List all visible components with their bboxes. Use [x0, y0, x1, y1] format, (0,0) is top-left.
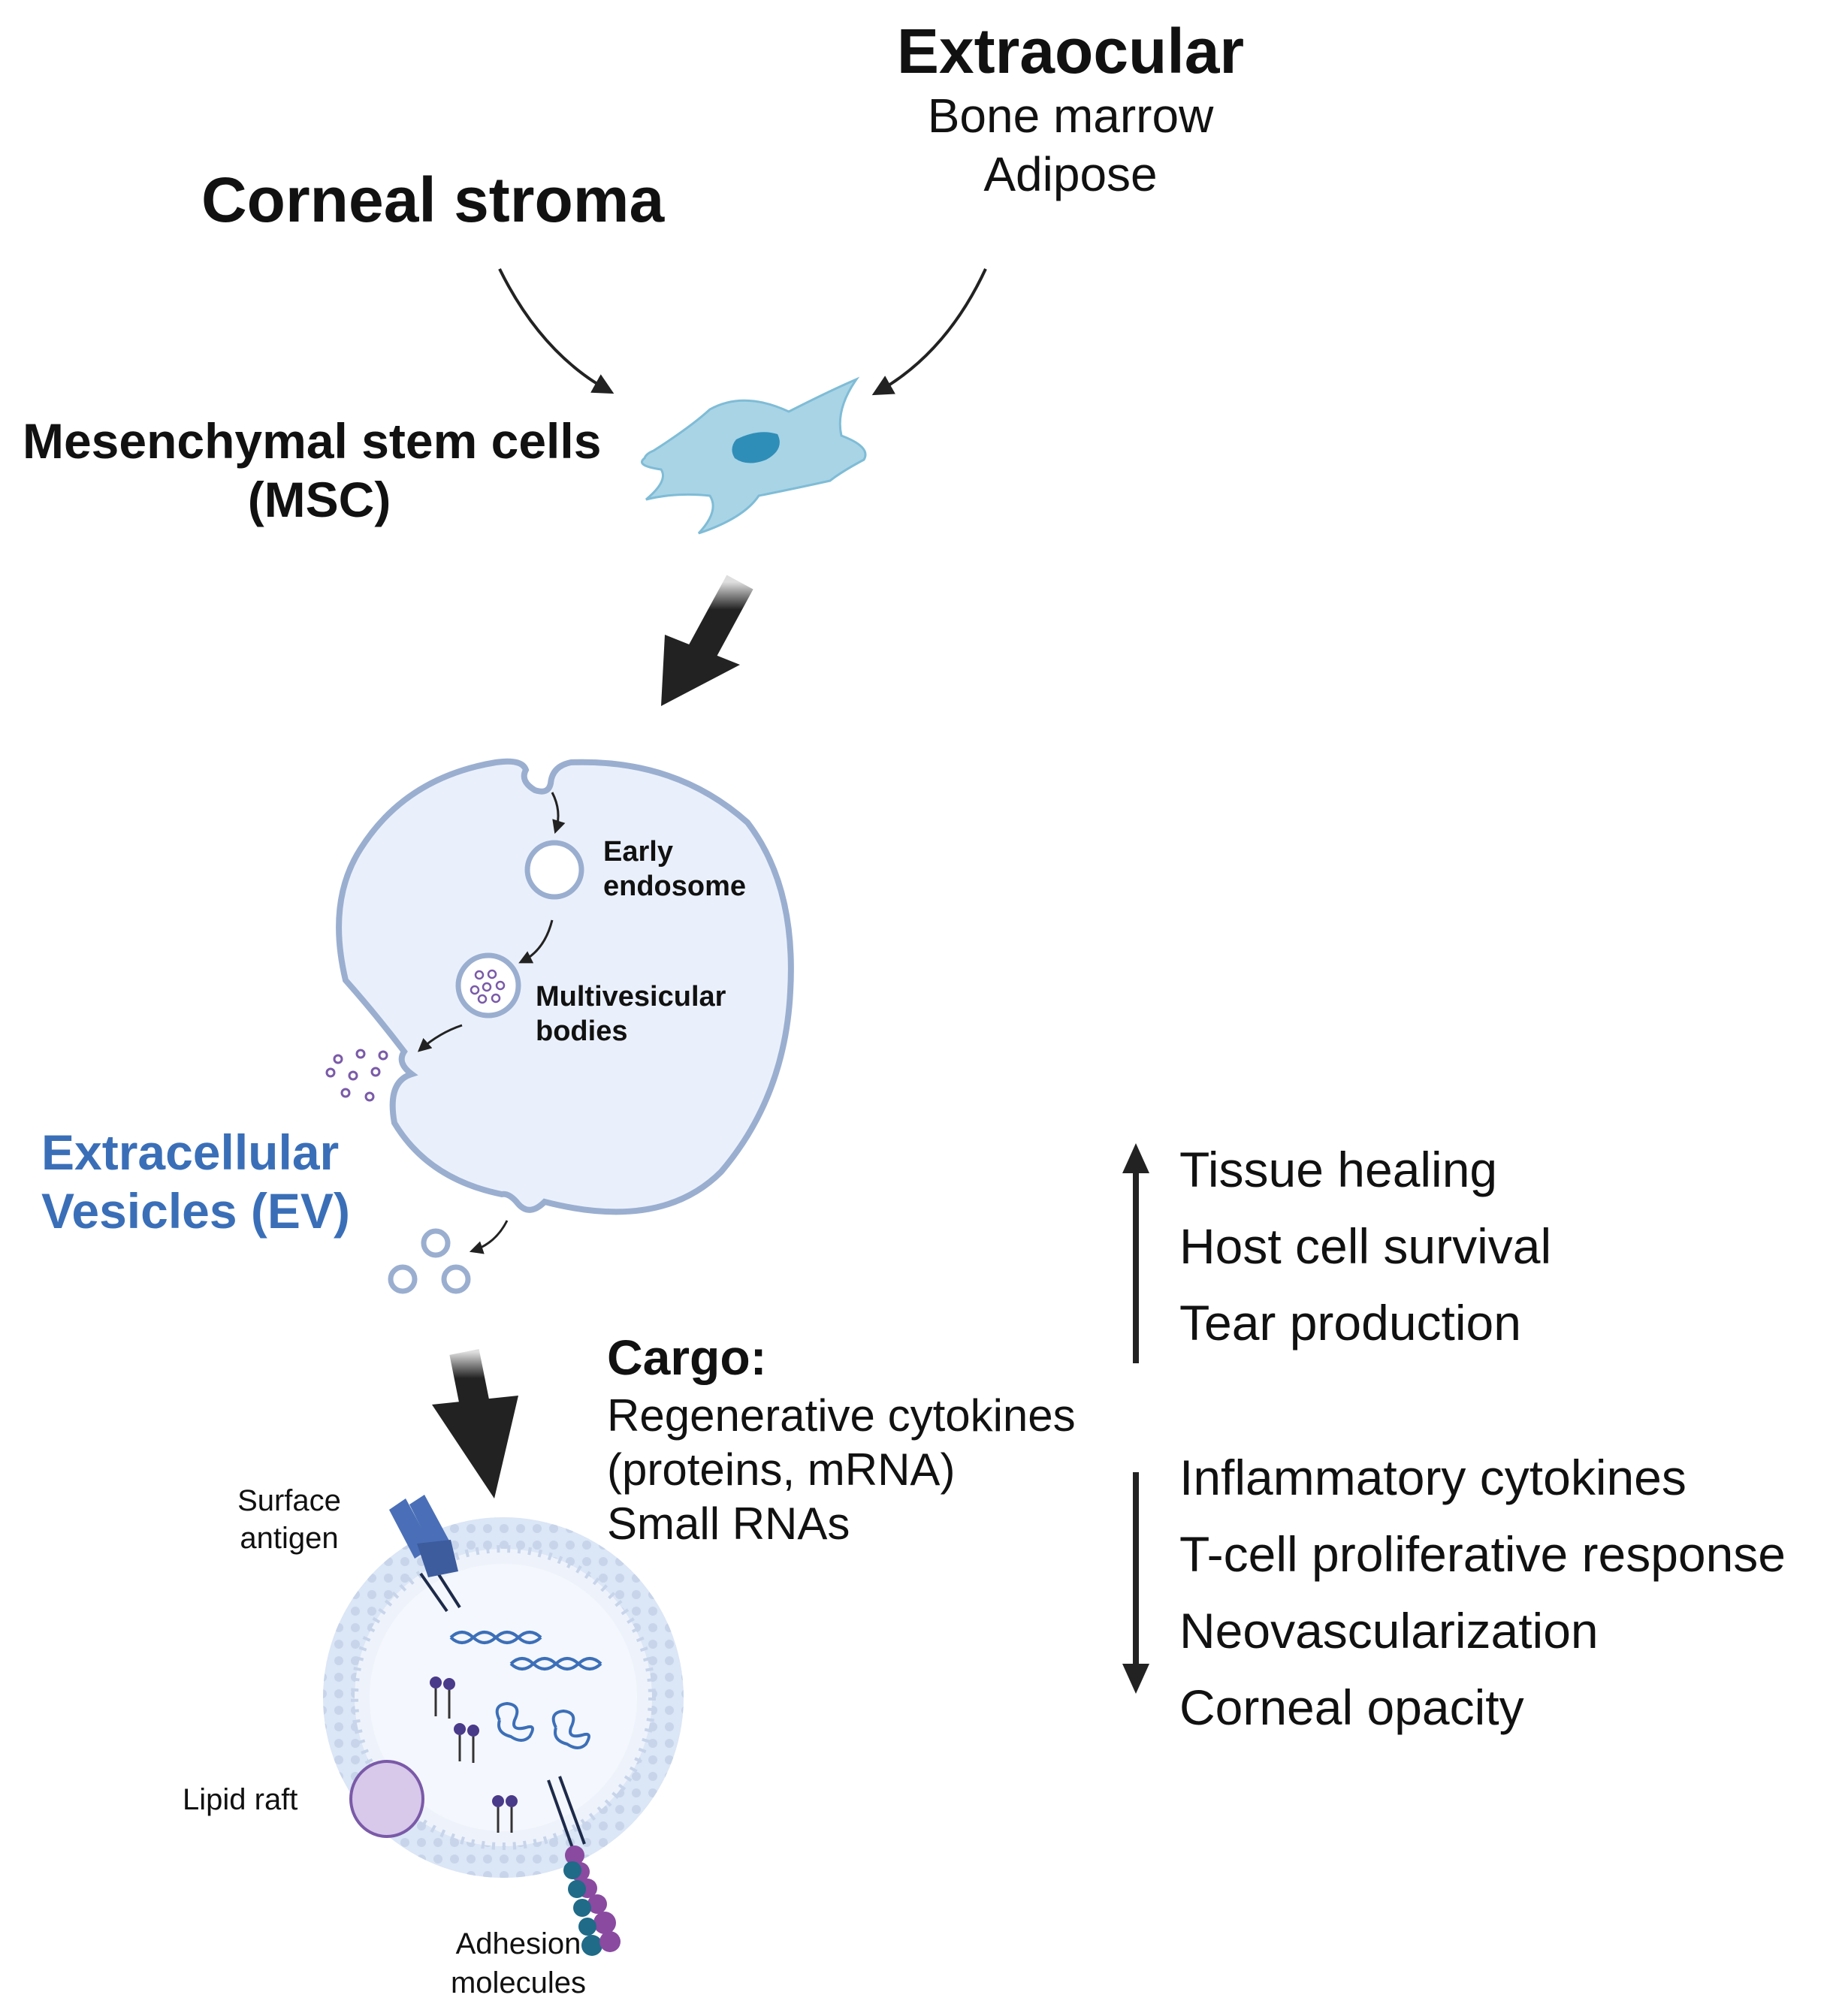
- rna-icon: [495, 1701, 590, 1749]
- effect-down-t-cell-response: T-cell proliferative response: [1179, 1526, 1786, 1582]
- big-arrow-to-vesicle: [432, 1349, 518, 1498]
- cargo-item-small-rnas: Small RNAs: [607, 1498, 850, 1549]
- arrow-mvb-to-release: [417, 1024, 463, 1052]
- cargo-title: Cargo:: [607, 1329, 767, 1385]
- surface-antigen-icon: [389, 1495, 461, 1613]
- microvesicles-icon: [388, 1228, 471, 1294]
- adhesion-label-line2: molecules: [450, 1966, 587, 1999]
- effect-down-corneal-opacity: Corneal opacity: [1179, 1679, 1524, 1735]
- big-arrow-msc-to-cell: [661, 575, 753, 706]
- corneal-stroma-label: Corneal stroma: [201, 164, 665, 235]
- cargo-item-proteins: (proteins, mRNA): [607, 1444, 956, 1495]
- mvb-label-line1: Multivesicular: [536, 981, 726, 1013]
- arrow-stroma-to-msc: [498, 268, 615, 394]
- lipid-raft-icon: [349, 1760, 424, 1838]
- msc-label-line1: Mesenchymal stem cells: [23, 413, 602, 469]
- up-arrow-icon: [1122, 1143, 1149, 1363]
- effect-up-tissue-healing: Tissue healing: [1179, 1142, 1498, 1197]
- extraocular-title: Extraocular: [896, 16, 1245, 86]
- ev-label-line1: Extracellular: [41, 1124, 340, 1180]
- mvb-label-line2: bodies: [536, 1016, 628, 1047]
- early-endosome-label-line2: endosome: [603, 871, 747, 902]
- effect-down-inflammatory-cytokines: Inflammatory cytokines: [1179, 1450, 1687, 1505]
- effect-up-host-cell-survival: Host cell survival: [1179, 1218, 1552, 1274]
- lipid-raft-label: Lipid raft: [183, 1783, 298, 1816]
- lipid-molecule-icon: [430, 1676, 518, 1833]
- ev-label-line2: Vesicles (EV): [41, 1183, 350, 1239]
- surface-antigen-label-line1: Surface: [237, 1484, 341, 1517]
- arrow-membrane-to-endosome: [551, 792, 566, 834]
- surface-antigen-label-line2: antigen: [240, 1522, 339, 1555]
- early-endosome-icon: [524, 840, 584, 900]
- mvb-icon: [455, 952, 521, 1019]
- arrow-extraocular-to-msc: [871, 268, 987, 396]
- down-arrow-icon: [1122, 1472, 1149, 1694]
- extraocular-item-bone-marrow: Bone marrow: [927, 89, 1214, 143]
- released-exosomes-icon: [325, 1049, 388, 1102]
- arrow-endosome-to-mvb: [518, 919, 554, 964]
- early-endosome-label-line1: Early: [603, 836, 673, 868]
- extraocular-item-adipose: Adipose: [983, 147, 1158, 201]
- adhesion-label-line1: Adhesion: [455, 1927, 581, 1960]
- msc-cell-icon: [641, 376, 867, 535]
- producing-cell: [336, 758, 794, 1215]
- adhesion-molecule-icon: [547, 1776, 621, 1956]
- cargo-item-cytokines: Regenerative cytokines: [607, 1390, 1076, 1441]
- arrow-budding-vesicles: [469, 1220, 509, 1254]
- effect-up-tear-production: Tear production: [1179, 1295, 1521, 1351]
- msc-label-line2: (MSC): [247, 472, 391, 527]
- dna-icon: [449, 1631, 602, 1670]
- effect-down-neovascularization: Neovascularization: [1179, 1603, 1599, 1658]
